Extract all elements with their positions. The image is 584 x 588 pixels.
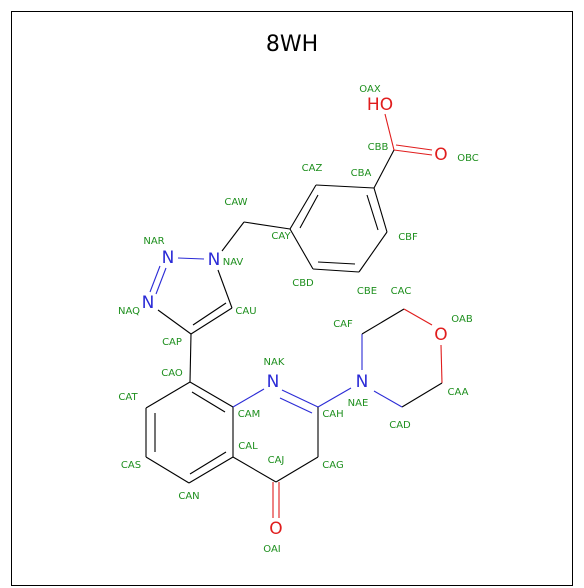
frame-border <box>11 11 573 586</box>
atom-name-naq: NAQ <box>118 306 140 317</box>
bond-cbd-cbe-inner <box>317 261 356 265</box>
bond-cao-cat <box>145 381 191 409</box>
bond-cag-caj <box>275 456 319 483</box>
bond-cbb-oax <box>384 113 395 151</box>
bond-oab-caa <box>440 344 443 384</box>
symbol-n-nar: N <box>162 248 175 268</box>
symbol-n-nae: N <box>356 372 369 392</box>
bond-caf-cac <box>361 308 405 335</box>
atom-name-nae: NAE <box>348 398 369 409</box>
molecule-title: 8WH <box>265 32 319 57</box>
atom-name-nak: NAK <box>264 357 285 368</box>
atom-name-can: CAN <box>178 491 199 502</box>
atom-name-oai: OAI <box>263 544 281 555</box>
atom-name-cac: CAC <box>391 286 412 297</box>
bond-caz-cay-inner <box>299 194 319 229</box>
bond-cah-nae <box>317 387 352 408</box>
symbol-o-oab: O <box>434 325 447 345</box>
bond-cau-nav <box>217 269 233 309</box>
bond-cas-can <box>145 456 190 484</box>
atom-name-caz: CAZ <box>302 163 323 174</box>
bond-nar-naq-b <box>155 267 167 295</box>
bond-can-cal-inner <box>189 451 227 475</box>
bond-nak-cah-b <box>279 397 313 414</box>
bond-naq-cap <box>157 309 192 335</box>
atom-name-cao: CAO <box>161 368 183 379</box>
bond-cam-cao-inner <box>191 391 226 413</box>
atom-name-caj: CAJ <box>268 455 285 466</box>
bond-cam-cao <box>189 381 234 408</box>
atom-name-cal: CAL <box>238 441 258 452</box>
atom-name-cba: CBA <box>351 168 372 179</box>
bond-cba-cbb <box>373 149 395 189</box>
atom-name-nar: NAR <box>143 236 164 247</box>
atom-name-nav: NAV <box>223 257 244 268</box>
symbol-o-oai: O <box>269 519 282 539</box>
atom-name-caa: CAA <box>448 387 469 398</box>
atom-name-oax: OAX <box>359 84 381 95</box>
bond-caa-cad <box>401 382 443 408</box>
bond-cay-caw <box>243 221 291 230</box>
symbol-n-nav: N <box>208 250 221 270</box>
bond-cbe-cbf <box>358 231 388 273</box>
atom-name-cag: CAG <box>322 460 343 471</box>
atom-name-obc: OBC <box>457 153 479 164</box>
bond-cad-nae <box>373 390 403 408</box>
bond-cbb-obc-a <box>393 149 433 156</box>
symbol-o-obc: O <box>434 145 447 165</box>
bond-nar-naq-a <box>149 265 161 293</box>
atom-name-cap: CAP <box>162 337 182 348</box>
bond-cbb-obc-b <box>395 144 433 151</box>
atom-name-cas: CAS <box>121 460 141 471</box>
bond-cam-nak <box>232 388 265 408</box>
heteroatom-symbols: HO O N N N N N O O <box>142 95 448 539</box>
atom-name-caf: CAF <box>333 319 353 330</box>
bond-cap-cao <box>189 333 192 383</box>
atom-name-cbe: CBE <box>357 286 377 297</box>
bond-cap-cau <box>190 307 233 335</box>
bond-cba-caz <box>315 184 375 189</box>
atom-name-cad: CAD <box>389 420 411 431</box>
symbol-n-naq: N <box>142 293 155 313</box>
bond-cay-cbd <box>289 228 314 270</box>
atom-name-cbf: CBF <box>398 232 418 243</box>
bond-nav-nar <box>177 257 205 260</box>
bond-caw-nav <box>221 221 245 252</box>
atom-name-cbd: CBD <box>292 278 314 289</box>
bond-cbd-cbe <box>312 268 360 273</box>
bond-nak-cah-a <box>281 389 319 408</box>
bond-cbf-cba-inner <box>366 194 379 231</box>
atom-name-oab: OAB <box>451 314 473 325</box>
atom-name-caw: CAW <box>224 197 247 208</box>
atom-names: OAX CBB OBC CAZ CBA CAW CAY CBF NAR NAV … <box>118 84 479 555</box>
bond-can-cal <box>188 456 234 484</box>
atom-name-cau: CAU <box>235 306 256 317</box>
atom-name-cay: CAY <box>271 231 291 242</box>
atom-name-cam: CAM <box>238 409 260 420</box>
bond-caj-cal <box>232 456 277 483</box>
bond-cbf-cba <box>373 187 388 233</box>
atom-name-cbb: CBB <box>368 142 389 153</box>
atom-name-cah: CAH <box>322 409 343 420</box>
bond-caz-cay <box>289 184 317 230</box>
bond-cap-cau-inner <box>192 302 227 326</box>
atom-name-cat: CAT <box>118 392 138 403</box>
symbol-n-nak: N <box>267 372 280 392</box>
symbol-ho: HO <box>367 95 393 115</box>
bonds <box>145 113 443 518</box>
bond-cac-oab <box>403 308 433 326</box>
